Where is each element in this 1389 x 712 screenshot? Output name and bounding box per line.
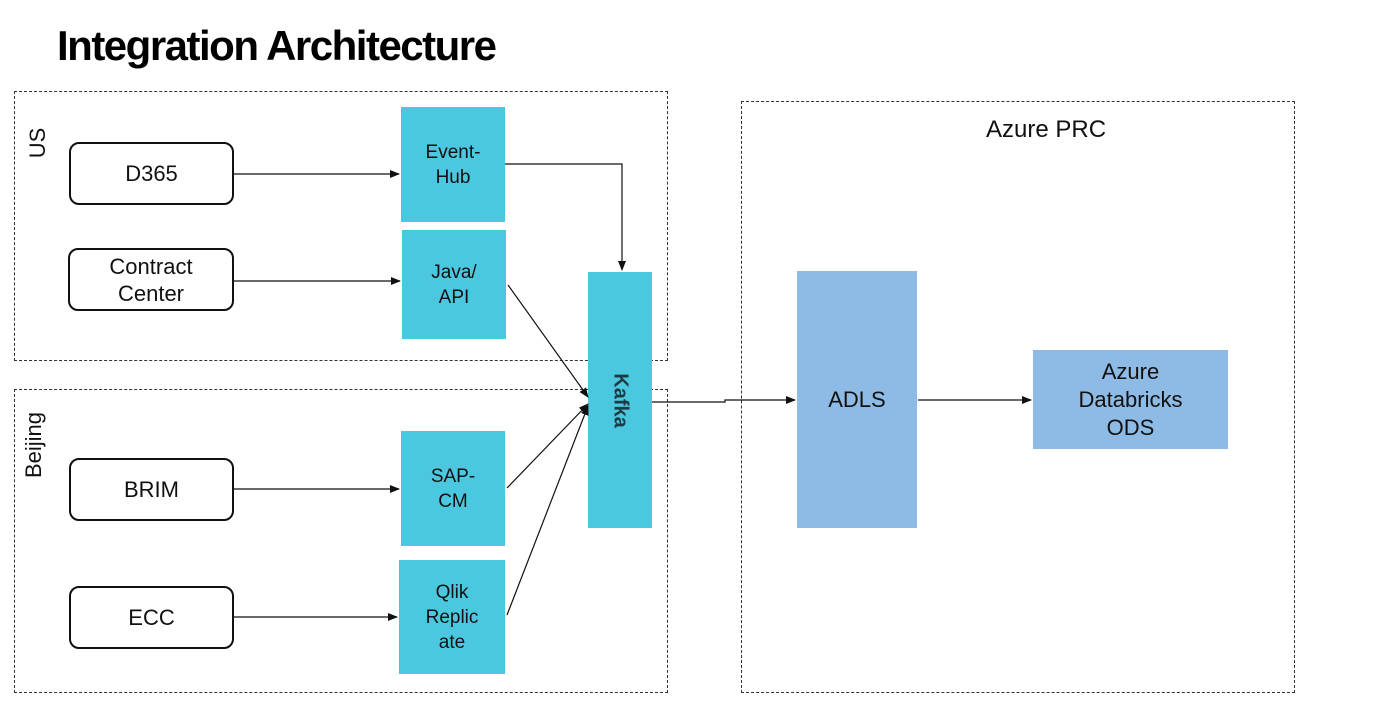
arrow-kafka-to-adls — [652, 396, 796, 404]
contract-center-source: Contract Center — [68, 248, 234, 311]
kafka-node: Kafka — [588, 272, 652, 528]
page-title: Integration Architecture — [57, 22, 497, 69]
arrow-sap-cm-to-kafka — [506, 403, 589, 489]
beijing-region — [14, 389, 668, 693]
qlik-replicate-node: Qlik Replic ate — [399, 560, 505, 674]
azure-prc-region — [741, 101, 1295, 693]
d365-source: D365 — [69, 142, 234, 205]
azure-prc-region-label: Azure PRC — [986, 116, 1107, 143]
ecc-source: ECC — [69, 586, 234, 649]
us-region — [14, 91, 668, 361]
adls-node: ADLS — [797, 271, 917, 528]
event-hub-node: Event- Hub — [401, 107, 505, 222]
brim-source: BRIM — [69, 458, 234, 521]
arrow-qlik-to-kafka — [506, 405, 589, 616]
arrow-event-hub-to-kafka — [505, 163, 626, 271]
azure-databricks-ods-node: Azure Databricks ODS — [1033, 350, 1228, 449]
java-api-node: Java/ API — [402, 230, 506, 339]
arrow-java-api-to-kafka — [507, 284, 589, 398]
sap-cm-node: SAP- CM — [401, 431, 505, 546]
